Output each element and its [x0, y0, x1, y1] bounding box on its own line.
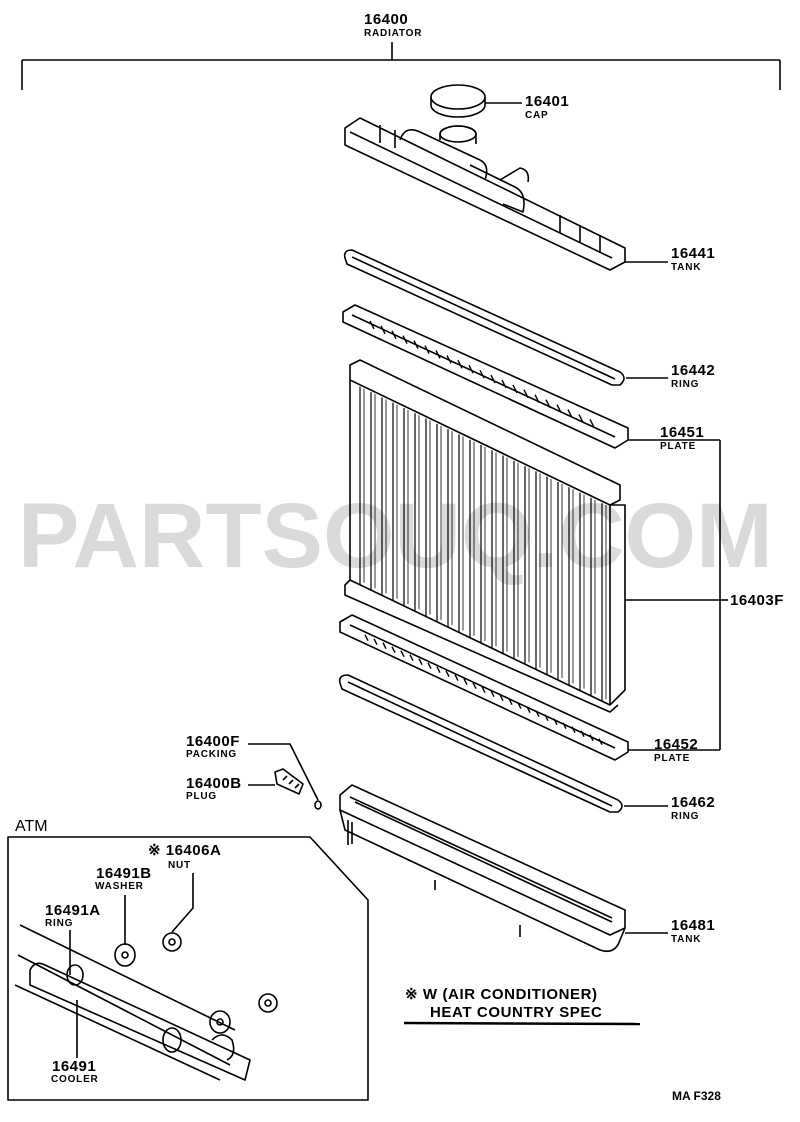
part-number-nut[interactable]: ※ 16406A: [148, 843, 221, 858]
plate-slot: [535, 710, 540, 717]
plate-tooth: [424, 345, 430, 354]
plate-tooth: [490, 374, 496, 384]
radiator-cap-drawing: [430, 84, 522, 118]
part-number-upper-plate[interactable]: 16451: [660, 424, 705, 441]
part-number-upper-ring[interactable]: 16442: [671, 362, 716, 379]
part-number-lower-plate[interactable]: 16452: [654, 736, 699, 753]
radiator-bracket: [21, 42, 781, 90]
plate-tooth: [413, 340, 419, 349]
part-name-upper-plate: PLATE: [660, 441, 697, 452]
part-number-upper-tank[interactable]: 16441: [671, 245, 716, 262]
plate-slot: [418, 658, 423, 665]
part-name-washer: WASHER: [95, 881, 144, 892]
packing-drawing: [248, 743, 322, 810]
plate-tooth: [523, 389, 529, 399]
plate-tooth: [446, 355, 452, 364]
spec-mark: ※: [148, 842, 162, 859]
part-name-packing: PACKING: [186, 749, 237, 760]
upper-plate-drawing: [342, 304, 720, 449]
plate-slot: [571, 726, 576, 733]
lower-ring-drawing: [338, 674, 668, 813]
lower-plate-drawing: [339, 614, 720, 761]
part-name-lower-plate: PLATE: [654, 753, 691, 764]
lower-tank-drawing: [339, 784, 668, 953]
core-drawing: [344, 359, 720, 713]
watermark: PARTSOUQ.COM: [18, 485, 773, 587]
part-number-atm-ring[interactable]: 16491A: [45, 902, 101, 919]
upper-ring-drawing: [343, 249, 668, 386]
plate-slot: [481, 686, 486, 693]
plate-tooth: [556, 404, 562, 413]
part-name-nut: NUT: [168, 860, 191, 871]
part-number-packing[interactable]: 16400F: [186, 733, 240, 750]
plate-tooth: [589, 419, 595, 428]
plate-tooth: [369, 320, 375, 330]
plate-slot: [598, 738, 603, 745]
plate-slot: [526, 706, 531, 713]
part-number-cap[interactable]: 16401: [525, 93, 570, 110]
plate-slot: [517, 702, 522, 709]
plate-slot: [436, 666, 441, 673]
plug-drawing: [248, 768, 304, 795]
part-name-cooler: COOLER: [51, 1074, 99, 1085]
part-name-cap: CAP: [525, 110, 549, 121]
plate-slot: [373, 638, 378, 645]
plate-slot: [490, 690, 495, 697]
part-name-plug: PLUG: [186, 791, 217, 802]
atm-box: [7, 836, 369, 1101]
plate-tooth: [457, 359, 463, 369]
plate-slot: [472, 682, 477, 689]
plate-slot: [409, 654, 414, 661]
plate-tooth: [380, 325, 386, 335]
plate-tooth: [578, 414, 584, 423]
plate-slot: [544, 714, 549, 721]
plate-slot: [427, 662, 432, 669]
plate-slot: [364, 634, 369, 641]
part-name-radiator: RADIATOR: [364, 28, 423, 39]
plate-tooth: [545, 399, 551, 408]
plate-tooth: [402, 335, 408, 345]
plate-tooth: [501, 379, 507, 389]
plate-slot: [499, 694, 504, 701]
plate-tooth: [468, 364, 474, 374]
note-underline: [403, 1021, 641, 1026]
plate-slot: [391, 646, 396, 653]
nut-number: 16406A: [165, 842, 222, 859]
plate-tooth: [534, 394, 540, 404]
part-name-lower-tank: TANK: [671, 934, 702, 945]
plate-tooth: [512, 384, 518, 394]
part-number-washer[interactable]: 16491B: [96, 865, 152, 882]
plate-slot: [508, 698, 513, 705]
part-name-atm-ring: RING: [45, 918, 74, 929]
plate-tooth: [479, 369, 485, 379]
plate-slot: [589, 734, 594, 741]
note-line-1: ※ W (AIR CONDITIONER): [405, 986, 598, 1003]
diagram-code: MA F328: [672, 1089, 721, 1103]
plate-slot: [445, 670, 450, 677]
plate-slot: [580, 730, 585, 737]
part-number-core[interactable]: 16403F: [730, 592, 784, 609]
upper-tank-drawing: [344, 117, 668, 271]
part-name-upper-tank: TANK: [671, 262, 702, 273]
part-number-lower-tank[interactable]: 16481: [671, 917, 716, 934]
part-number-lower-ring[interactable]: 16462: [671, 794, 716, 811]
part-number-plug[interactable]: 16400B: [186, 775, 242, 792]
note-line-2: HEAT COUNTRY SPEC: [430, 1004, 603, 1021]
plate-slot: [553, 718, 558, 725]
plate-tooth: [567, 409, 573, 418]
plate-tooth: [435, 350, 441, 359]
core-bracket: [719, 440, 728, 750]
plate-slot: [382, 642, 387, 649]
atm-title: ATM: [15, 818, 48, 835]
plate-slot: [463, 678, 468, 685]
plate-slot: [454, 674, 459, 681]
part-name-upper-ring: RING: [671, 379, 700, 390]
part-name-lower-ring: RING: [671, 811, 700, 822]
plate-tooth: [391, 330, 397, 340]
part-number-cooler[interactable]: 16491: [52, 1058, 97, 1075]
plate-slot: [400, 650, 405, 657]
part-number-radiator[interactable]: 16400: [364, 11, 409, 28]
plate-slot: [562, 722, 567, 729]
